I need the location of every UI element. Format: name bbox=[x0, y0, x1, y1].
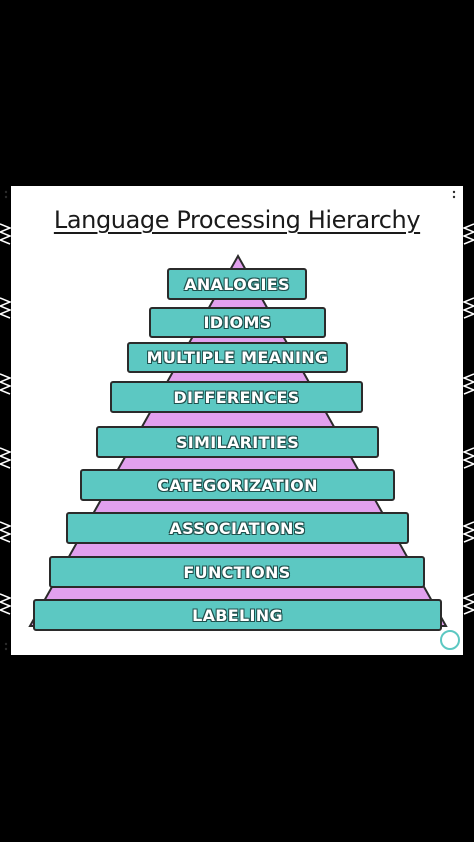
level-label: SIMILARITIES bbox=[175, 432, 300, 452]
zigzag-border-icon bbox=[0, 297, 12, 319]
zigzag-border-icon bbox=[462, 297, 474, 319]
zigzag-border-icon bbox=[0, 223, 12, 245]
level-label: IDIOMS bbox=[203, 313, 272, 332]
level-label: MULTIPLE MEANING bbox=[146, 348, 329, 367]
level-label: LABELING bbox=[192, 605, 283, 625]
corner-dots-icon bbox=[4, 190, 8, 199]
zigzag-border-icon bbox=[462, 447, 474, 469]
level-categorization: CATEGORIZATION bbox=[80, 469, 395, 501]
zigzag-border-icon bbox=[462, 223, 474, 245]
zigzag-border-icon bbox=[0, 447, 12, 469]
level-idioms: IDIOMS bbox=[149, 307, 326, 338]
corner-dots-icon bbox=[4, 642, 8, 651]
zigzag-border-icon bbox=[462, 373, 474, 395]
level-analogies: ANALOGIES bbox=[167, 268, 307, 300]
level-label: ANALOGIES bbox=[184, 274, 290, 294]
level-differences: DIFFERENCES bbox=[110, 381, 363, 413]
zigzag-border-icon bbox=[462, 521, 474, 543]
corner-dots-icon bbox=[452, 190, 456, 199]
zigzag-border-icon bbox=[0, 593, 12, 615]
level-labeling: LABELING bbox=[33, 599, 442, 631]
brand-logo-icon bbox=[440, 630, 460, 650]
level-label: FUNCTIONS bbox=[183, 562, 291, 582]
zigzag-border-icon bbox=[462, 593, 474, 615]
level-label: DIFFERENCES bbox=[173, 387, 300, 407]
level-functions: FUNCTIONS bbox=[49, 556, 425, 588]
page-title: Language Processing Hierarchy bbox=[53, 206, 421, 234]
level-similarities: SIMILARITIES bbox=[96, 426, 379, 458]
level-label: CATEGORIZATION bbox=[157, 475, 318, 495]
level-label: ASSOCIATIONS bbox=[169, 518, 306, 538]
zigzag-border-icon bbox=[0, 521, 12, 543]
zigzag-border-icon bbox=[0, 373, 12, 395]
level-multiple-meaning: MULTIPLE MEANING bbox=[127, 342, 348, 373]
level-associations: ASSOCIATIONS bbox=[66, 512, 409, 544]
